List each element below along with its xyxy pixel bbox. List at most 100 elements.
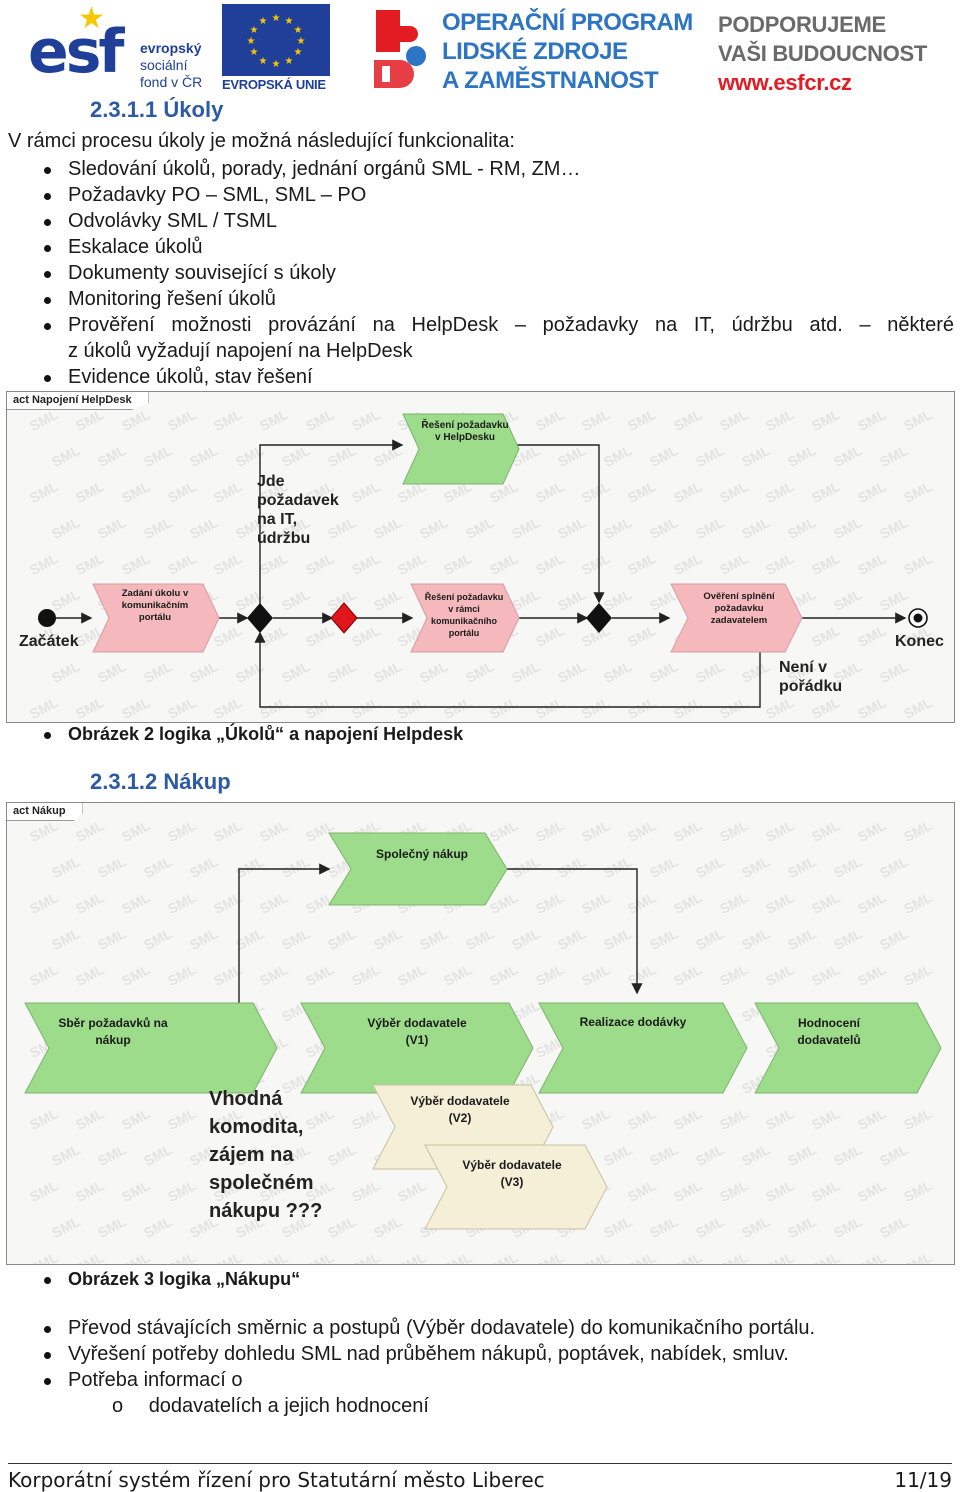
list-item: Převod stávajících směrnic a postupů (Vý… xyxy=(0,1315,954,1341)
action-label-line: Ověření splnění xyxy=(703,591,775,602)
start-label: Začátek xyxy=(19,633,79,650)
esf-url-link[interactable]: www.esfcr.cz xyxy=(718,70,852,95)
action-label-line: v HelpDesku xyxy=(434,432,496,443)
action-label: Řešení požadavku v HelpDesku xyxy=(415,420,515,444)
flow-arrow xyxy=(517,444,605,604)
list-item: Monitoring řešení úkolů xyxy=(0,286,954,312)
esf-side-line: fond v ČR xyxy=(140,74,203,90)
bullet-icon xyxy=(44,245,51,252)
list-item-text: Převod stávajících směrnic a postupů (Vý… xyxy=(68,1317,816,1339)
slogan-line: PODPORUJEME xyxy=(718,12,886,37)
esf-logo: ★ esf evropský sociální fond v ČR xyxy=(28,4,208,92)
list-item-text: Dokumenty související s úkoly xyxy=(68,262,336,284)
list-item-text: Odvolávky SML / TSML xyxy=(68,210,277,232)
action-label-line: Zadání úkolu v xyxy=(121,588,189,599)
action-label: Výběr dodavatele (V1) xyxy=(347,1015,487,1049)
bullet-icon xyxy=(44,1326,51,1333)
note-it-request: Jde požadavek na IT, údržbu xyxy=(257,472,339,548)
bullet-icon xyxy=(44,375,51,382)
list-item: Odvolávky SML / TSML xyxy=(0,208,954,234)
decision-diamond xyxy=(330,602,358,634)
note-line: údržbu xyxy=(257,530,311,547)
list-item-text: Potřeba informací o xyxy=(68,1369,243,1391)
section-heading-nakup: 2.3.1.2 Nákup xyxy=(90,769,231,794)
svg-text:★: ★ xyxy=(294,47,303,58)
list-item: Eskalace úkolů xyxy=(0,234,954,260)
action-label: Ověření splnění požadavku zadavatelem xyxy=(689,591,789,627)
diagram-tag: act Nákup xyxy=(7,803,83,821)
oplz-title: OPERAČNÍ PROGRAM LIDSKÉ ZDROJE A ZAMĚSTN… xyxy=(442,8,693,95)
intro-paragraph: V rámci procesu úkoly je možná následují… xyxy=(8,130,515,152)
bullet-icon xyxy=(44,1277,51,1284)
action-label-line: Řešení požadavku xyxy=(424,592,504,602)
bullet-icon xyxy=(44,219,51,226)
action-label-line: Hodnocení xyxy=(798,1016,860,1030)
flow-arrow xyxy=(254,618,761,708)
oplz-line: A ZAMĚSTNANOST xyxy=(442,67,659,94)
action-label: Společný nákup xyxy=(375,847,469,861)
action-overeni xyxy=(670,583,803,653)
esf-wordmark: esf xyxy=(28,17,125,87)
svg-text:★: ★ xyxy=(285,56,294,67)
bullet-icon xyxy=(44,167,51,174)
merge-diamond xyxy=(586,603,612,633)
figure-caption: Obrázek 3 logika „Nákupu“ xyxy=(0,1266,954,1292)
action-spolecny xyxy=(328,832,508,906)
list-item-text: z úkolů vyžadují napojení na HelpDesk xyxy=(68,340,413,362)
action-label-line: Výběr dodavatele xyxy=(367,1016,467,1030)
feature-list: Sledování úkolů, porady, jednání orgánů … xyxy=(0,156,954,390)
note-line: Vhodná xyxy=(209,1088,283,1110)
sub-list-item: o dodavatelích a jejich hodnocení xyxy=(112,1393,429,1419)
svg-text:★: ★ xyxy=(250,47,259,58)
bullet-icon xyxy=(44,323,51,330)
footer-title: Korporátní systém řízení pro Statutární … xyxy=(8,1468,545,1492)
section-heading-ukoly: 2.3.1.1 Úkoly xyxy=(90,97,224,122)
action-label-line: Výběr dodavatele xyxy=(410,1094,510,1108)
esf-side-line: evropský xyxy=(140,40,202,56)
eu-caption: EVROPSKÁ UNIE xyxy=(222,77,326,92)
action-zadani xyxy=(92,583,220,653)
list-item-continuation: z úkolů vyžadují napojení na HelpDesk xyxy=(0,338,954,364)
list-item: Evidence úkolů, stav řešení xyxy=(0,364,954,390)
action-label-line: Sběr požadavků na xyxy=(58,1016,168,1030)
caption-text: Obrázek 2 logika „Úkolů“ a napojení Help… xyxy=(68,724,464,744)
action-label: Výběr dodavatele (V2) xyxy=(395,1093,525,1127)
action-label-line: (V1) xyxy=(405,1033,429,1047)
sub-list-item-text: dodavatelích a jejich hodnocení xyxy=(148,1395,429,1417)
note-line: pořádku xyxy=(779,678,843,695)
oplz-figure-icon xyxy=(368,4,432,90)
action-label-line: komunikačního xyxy=(430,616,497,626)
note-line: komodita, xyxy=(209,1116,304,1138)
list-item-text: Vyřešení potřeby dohledu SML nad průběhe… xyxy=(68,1343,789,1365)
list-item-text: Prověření možnosti provázání na HelpDesk… xyxy=(68,314,954,336)
flow-arrow xyxy=(238,863,331,1048)
action-sber xyxy=(24,1002,278,1094)
svg-text:★: ★ xyxy=(259,16,268,27)
start-node xyxy=(38,609,56,627)
list-item-text: Požadavky PO – SML, SML – PO xyxy=(68,184,367,206)
note-line: Jde xyxy=(257,473,285,490)
note-line: Není v xyxy=(779,659,828,676)
bullet-icon xyxy=(44,271,51,278)
note-not-ok: Není v pořádku xyxy=(779,658,842,696)
svg-text:★: ★ xyxy=(285,16,294,27)
slogan: PODPORUJEME VAŠI BUDOUCNOST www.esfcr.cz xyxy=(718,10,927,97)
oplz-line: OPERAČNÍ PROGRAM xyxy=(442,9,693,36)
bullet-icon xyxy=(44,297,51,304)
action-label-line: požadavku xyxy=(714,603,764,614)
note-line: na IT, xyxy=(257,511,298,528)
footer-divider xyxy=(8,1463,952,1464)
list-item: Prověření možnosti provázání na HelpDesk… xyxy=(0,312,954,338)
star-icon: ★ xyxy=(78,2,105,35)
diagram-tag: act Napojení HelpDesk xyxy=(7,392,149,410)
action-hodnoceni xyxy=(754,1002,942,1094)
list-item-text: Monitoring řešení úkolů xyxy=(68,288,276,310)
caption-list: Obrázek 2 logika „Úkolů“ a napojení Help… xyxy=(0,721,954,747)
esf-side-text: evropský sociální fond v ČR xyxy=(140,40,202,91)
list-item: Potřeba informací o xyxy=(0,1367,954,1393)
svg-text:★: ★ xyxy=(250,25,259,36)
eu-flag-icon: ★★★ ★★★ ★★★ ★★★ xyxy=(222,4,330,76)
page-number: 11/19 xyxy=(894,1468,952,1492)
flow-arrow xyxy=(507,868,643,995)
